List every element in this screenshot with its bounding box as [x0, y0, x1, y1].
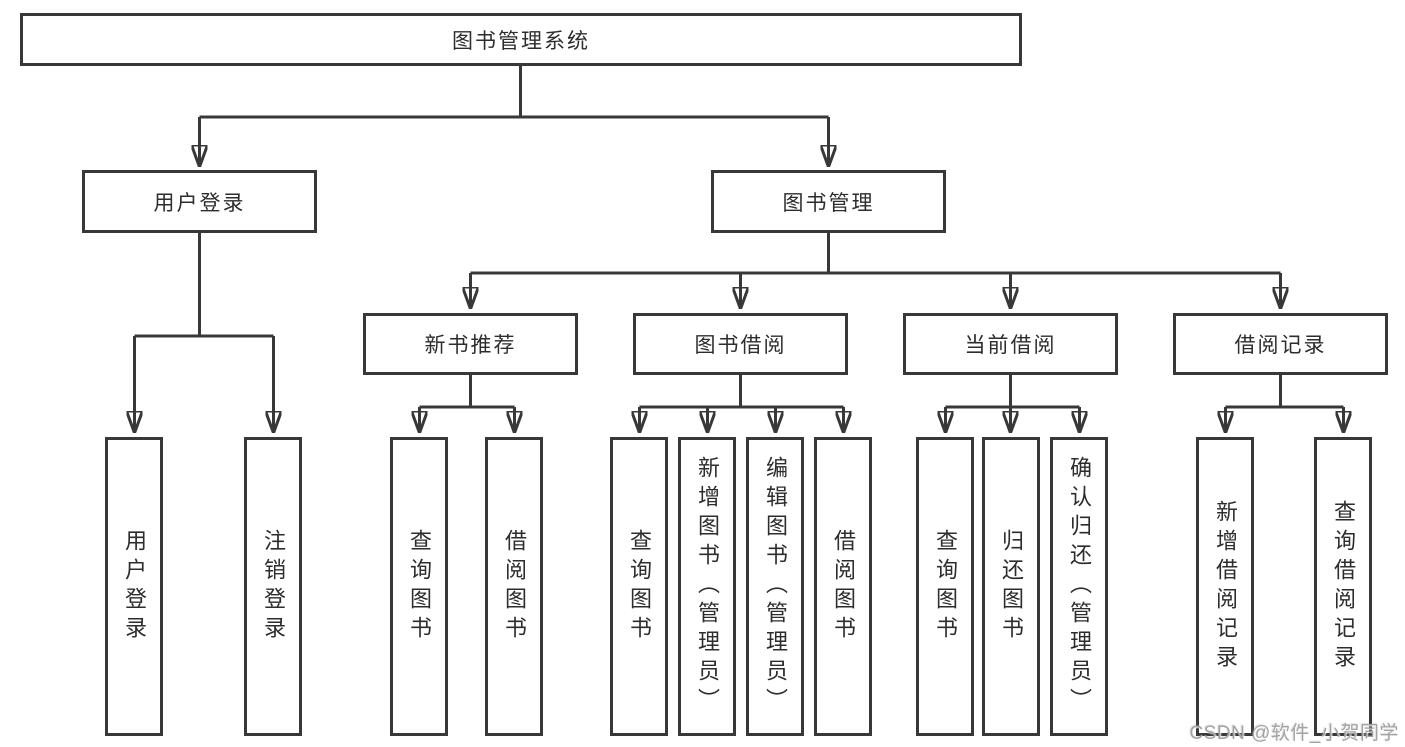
- node-leaf-add-books-admin: 新增图书（管理员）: [678, 437, 736, 736]
- node-borrow-records: 借阅记录: [1173, 313, 1388, 375]
- node-leaf-user-login: 用户登录: [105, 437, 163, 736]
- node-library-management-system: 图书管理系统: [20, 13, 1022, 66]
- node-leaf-return-books: 归还图书: [982, 437, 1040, 736]
- node-leaf-confirm-return-admin: 确认归还（管理员）: [1050, 437, 1108, 736]
- csdn-watermark: CSDN @软件_小贺同学: [1189, 723, 1399, 744]
- node-leaf-query-books-borrow: 查询图书: [610, 437, 668, 736]
- node-book-borrow: 图书借阅: [633, 313, 848, 375]
- node-current-borrow: 当前借阅: [903, 313, 1118, 375]
- node-leaf-borrow-books: 借阅图书: [814, 437, 872, 736]
- node-leaf-borrow-books-recommend: 借阅图书: [485, 437, 543, 736]
- node-leaf-add-borrow-record: 新增借阅记录: [1196, 437, 1254, 736]
- node-book-management: 图书管理: [711, 170, 946, 233]
- node-leaf-query-books-current: 查询图书: [916, 437, 974, 736]
- node-leaf-query-books-recommend: 查询图书: [390, 437, 448, 736]
- node-new-book-recommend: 新书推荐: [363, 313, 578, 375]
- node-user-login: 用户登录: [82, 170, 317, 233]
- node-leaf-query-borrow-record: 查询借阅记录: [1314, 437, 1372, 736]
- node-leaf-edit-books-admin: 编辑图书（管理员）: [746, 437, 804, 736]
- node-leaf-logout: 注销登录: [244, 437, 302, 736]
